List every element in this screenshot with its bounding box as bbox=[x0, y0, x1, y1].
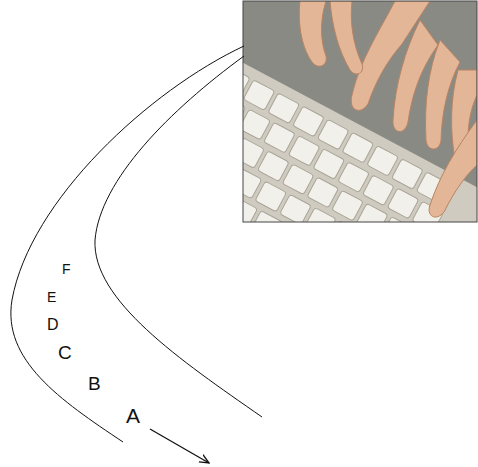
channel-curve bbox=[95, 56, 262, 417]
sequence-letter: C bbox=[58, 343, 72, 362]
sequence-letter: B bbox=[88, 374, 101, 393]
channel-curve bbox=[11, 46, 244, 442]
sequence-letter: F bbox=[62, 262, 71, 276]
sequence-letter: D bbox=[47, 317, 59, 333]
keyboard-photo bbox=[243, 1, 477, 222]
sequence-letter: E bbox=[47, 290, 56, 304]
sequence-letter: A bbox=[126, 405, 140, 426]
direction-arrow bbox=[150, 429, 209, 463]
